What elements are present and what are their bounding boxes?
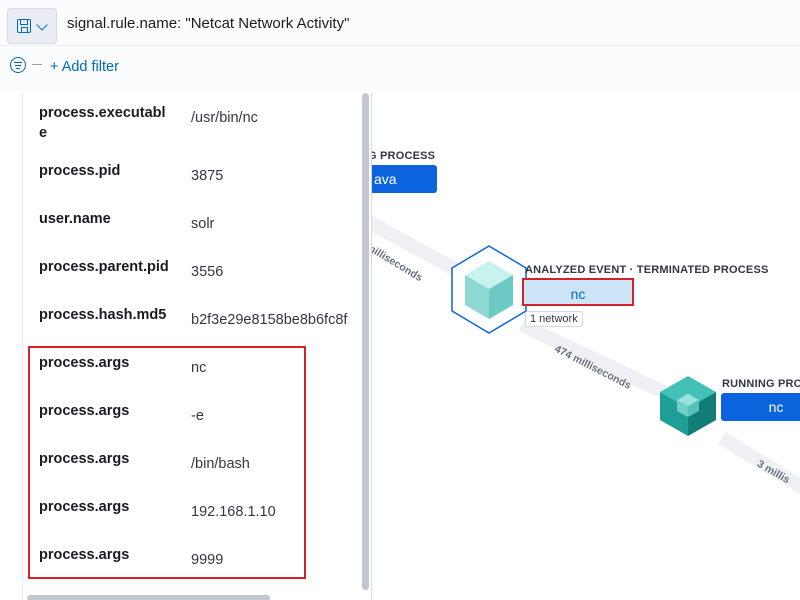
vertical-scrollbar[interactable] [362, 93, 369, 590]
detail-value: 3875 [191, 168, 224, 184]
chevron-down-icon [36, 19, 48, 31]
graph-edges [372, 215, 800, 494]
resolver-graph[interactable]: G PROCESS ava milliseconds ANALYZED EVEN… [372, 93, 800, 600]
detail-key: process.args [39, 451, 130, 467]
detail-value: b2f3e29e8158be8b6fc8f [191, 312, 348, 328]
detail-key: process.pid [39, 163, 121, 179]
analyzed-node-button[interactable]: nc [522, 278, 634, 306]
query-bar: signal.rule.name: "Netcat Network Activi… [0, 0, 800, 46]
detail-value: 9999 [191, 552, 224, 568]
filter-options-icon[interactable] [10, 57, 26, 73]
detail-value: solr [191, 216, 215, 232]
detail-value: nc [191, 360, 207, 376]
network-events-badge[interactable]: 1 network [525, 311, 583, 327]
detail-key: process.args [39, 547, 130, 563]
divider [32, 64, 42, 65]
parent-node-label: G PROCESS [372, 150, 436, 162]
add-filter-button[interactable]: + Add filter [50, 59, 119, 75]
running-node-label: RUNNING PRO [722, 378, 800, 390]
detail-key: process.args [39, 403, 130, 419]
detail-key: process.parent.pid [39, 259, 169, 275]
detail-key: process.hash.md5 [39, 307, 167, 323]
detail-value: -e [191, 408, 204, 424]
query-input[interactable]: signal.rule.name: "Netcat Network Activi… [67, 15, 350, 32]
filter-row [0, 46, 800, 92]
detail-value: /bin/bash [191, 456, 250, 472]
analyzed-node-label: ANALYZED EVENT · TERMINATED PROCESS [525, 264, 769, 276]
detail-key: process.args [39, 499, 130, 515]
detail-value: /usr/bin/nc [191, 110, 258, 126]
parent-node-button[interactable]: ava [372, 165, 437, 193]
running-cube-icon [660, 376, 716, 436]
detail-key: user.name [39, 211, 111, 227]
save-icon [17, 19, 31, 33]
running-node-button[interactable]: nc [721, 393, 800, 421]
analyzed-cube-icon [465, 261, 513, 319]
detail-key: process.args [39, 355, 130, 371]
panel-divider [22, 93, 23, 600]
detail-value: 3556 [191, 264, 224, 280]
event-details-panel[interactable]: process.executable /usr/bin/nc process.p… [0, 93, 372, 600]
detail-key: process.executable [39, 105, 166, 141]
horizontal-scrollbar[interactable] [27, 595, 270, 600]
detail-value: 192.168.1.10 [191, 504, 276, 520]
process-args-highlight [28, 346, 306, 579]
saved-query-button[interactable] [7, 8, 57, 44]
